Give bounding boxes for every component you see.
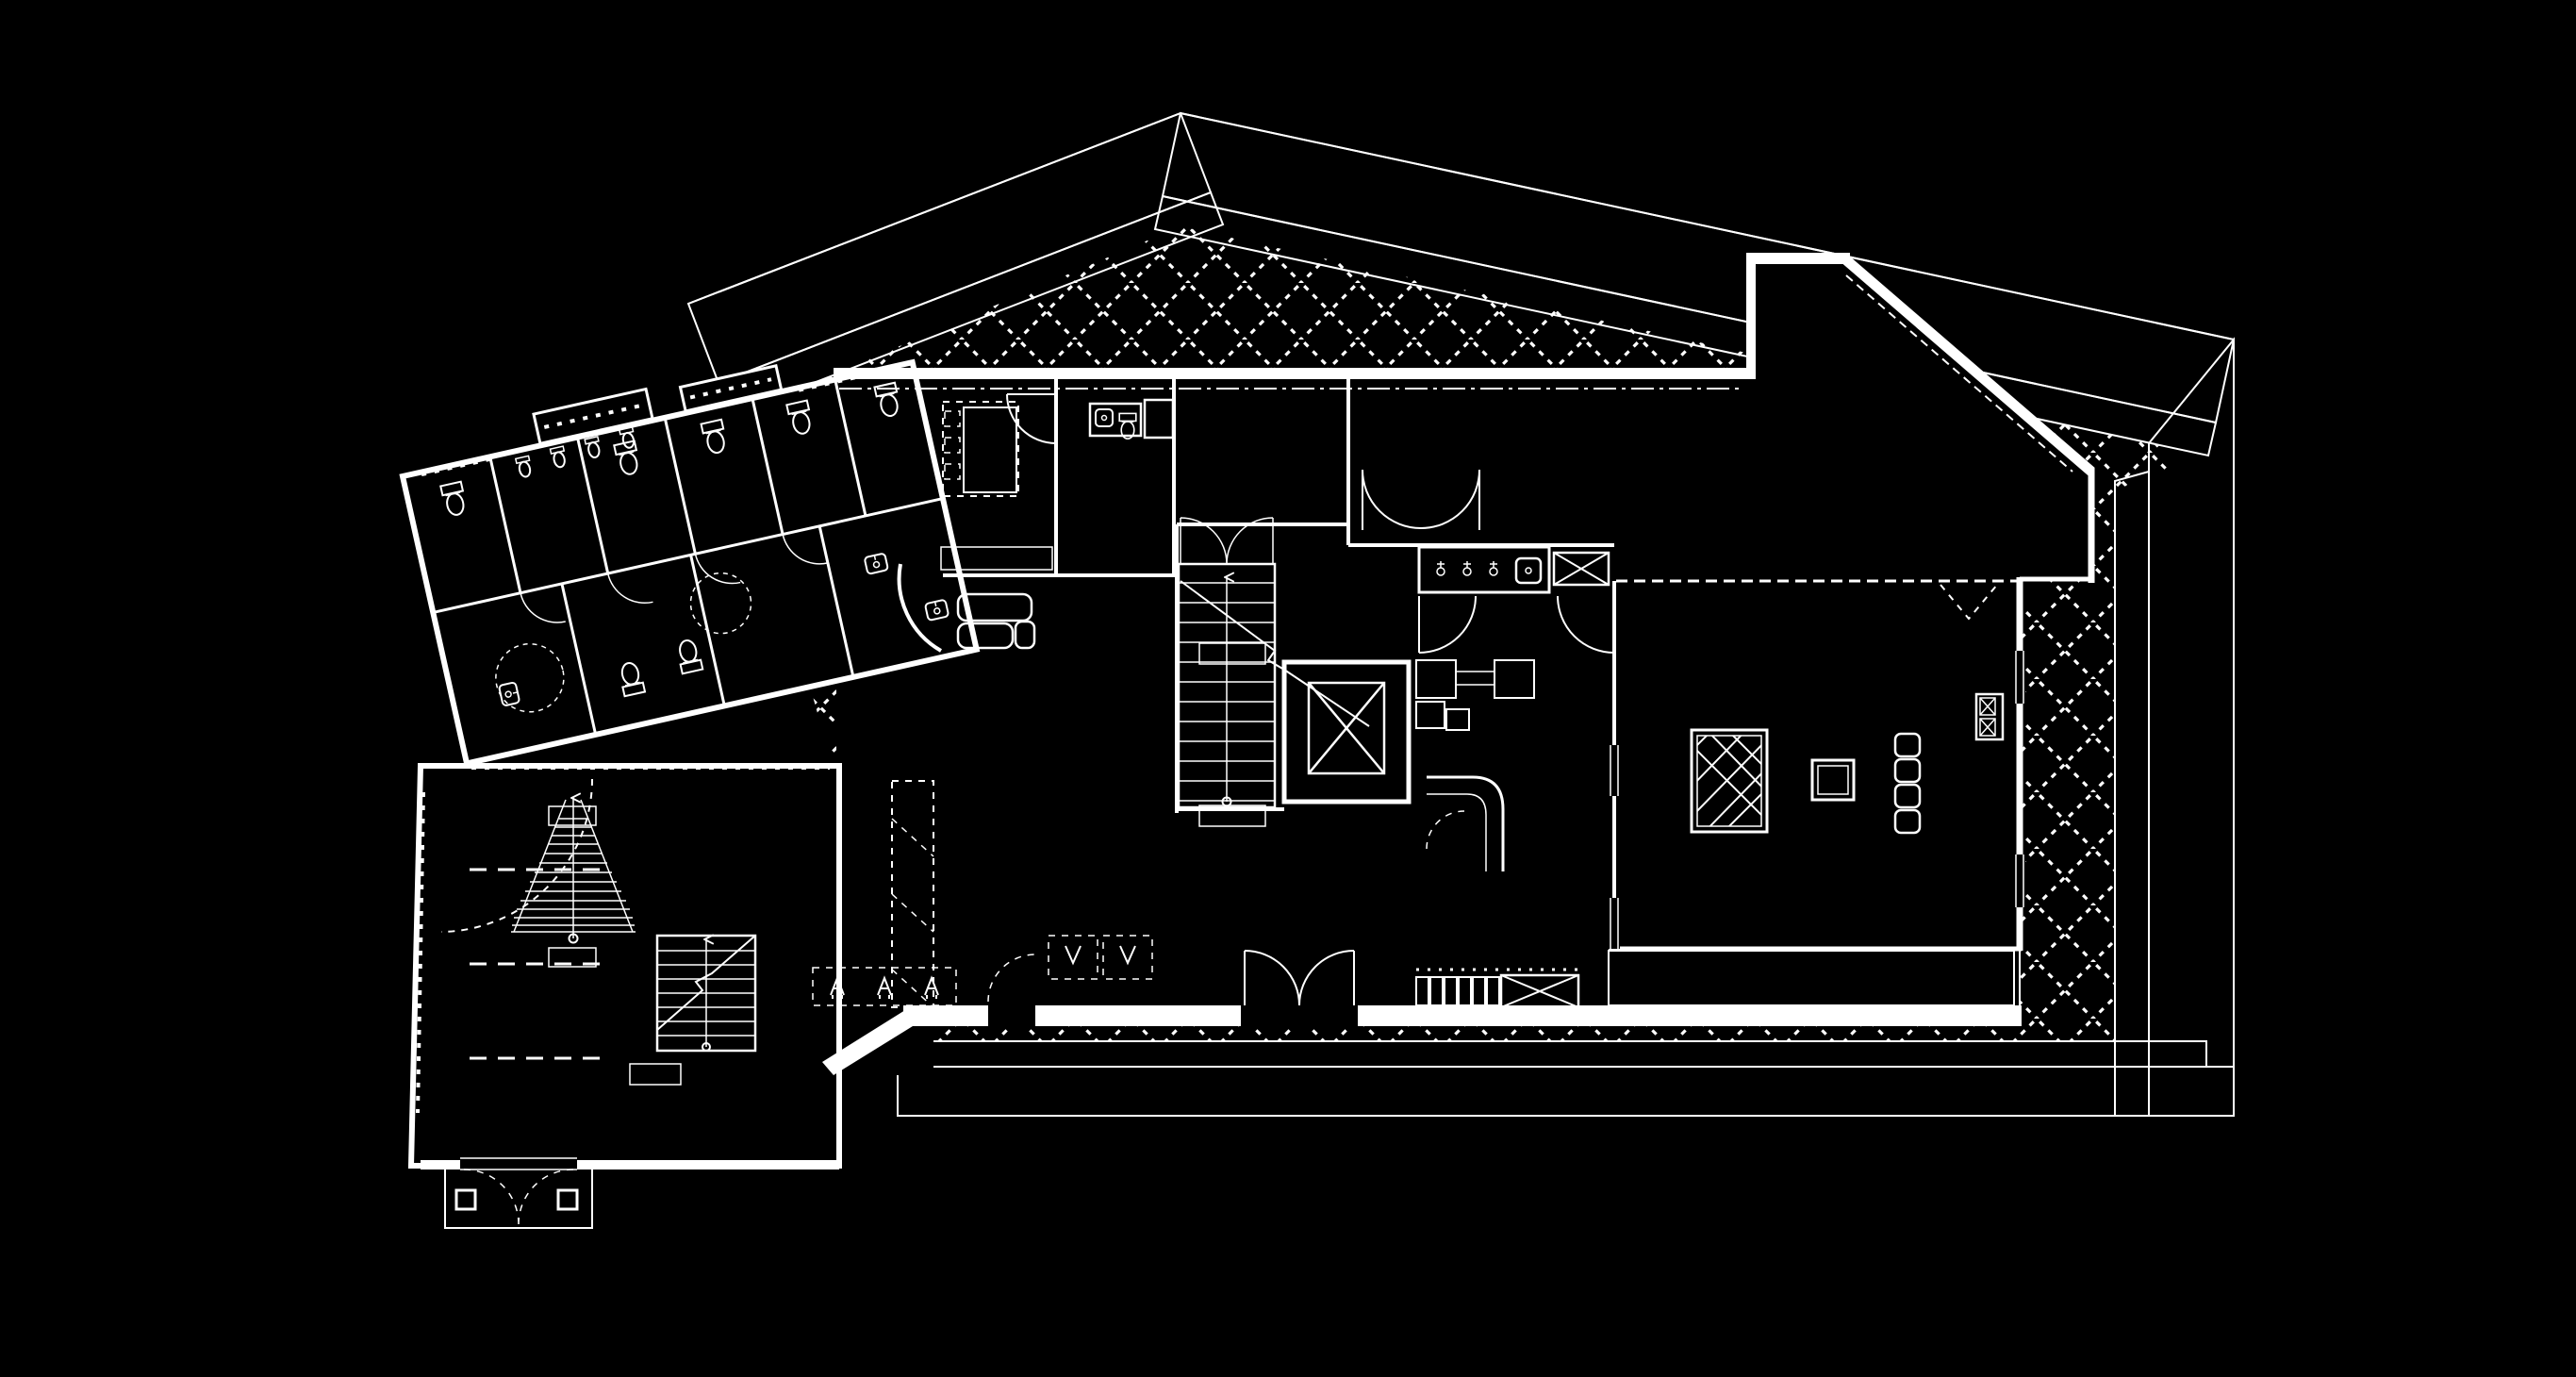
central-block bbox=[897, 274, 2073, 951]
hall-entry-arc bbox=[440, 778, 593, 933]
lockers bbox=[1415, 976, 1500, 1006]
terrace-tables bbox=[812, 935, 1153, 1006]
site-boundary-outer-2 bbox=[1180, 112, 2235, 340]
hall-window-ticks-west bbox=[416, 791, 425, 1114]
porch-door-arcs bbox=[463, 1169, 574, 1225]
window-sill bbox=[940, 546, 1053, 571]
exterior-walls bbox=[822, 253, 2095, 1075]
elevator bbox=[1281, 659, 1412, 805]
side-table bbox=[1810, 758, 1856, 802]
south-door-2 bbox=[987, 954, 1036, 1028]
interior-terrace-strip bbox=[1608, 950, 2015, 1006]
chair-row bbox=[1893, 732, 1922, 835]
main-stair bbox=[1177, 517, 1370, 809]
small-shaft bbox=[1143, 398, 1175, 440]
cobble-band-bottom bbox=[897, 1040, 2207, 1068]
porch-column-2 bbox=[556, 1188, 579, 1211]
curved-corridor-wall bbox=[897, 563, 942, 653]
meeting-room bbox=[940, 401, 1053, 650]
kitchen bbox=[1417, 545, 1615, 654]
sofa bbox=[956, 592, 1036, 650]
north-door-vee bbox=[1940, 584, 1998, 621]
hatched-columns bbox=[1415, 659, 1535, 731]
upper-room-dashed bbox=[1845, 274, 2073, 473]
south-door bbox=[1241, 950, 1358, 1028]
wc-wing bbox=[399, 358, 981, 768]
accessible-turning-circles bbox=[495, 572, 752, 713]
column-beam bbox=[1456, 671, 1494, 686]
stair-top-doors bbox=[1180, 517, 1274, 565]
porch-column bbox=[454, 1188, 477, 1211]
small-stair bbox=[655, 935, 757, 1053]
south-shaft bbox=[1499, 973, 1580, 1009]
rug bbox=[1690, 728, 1769, 834]
south-edge bbox=[812, 935, 1580, 1028]
cobble-band-right bbox=[2114, 470, 2150, 1117]
kitchen-shaft bbox=[1552, 551, 1610, 587]
big-room bbox=[1608, 579, 2025, 1006]
building-footprint bbox=[403, 257, 2091, 1228]
wing-door-arcs bbox=[520, 525, 829, 623]
interior-walls bbox=[897, 377, 1616, 951]
door-arcs bbox=[1006, 393, 1480, 530]
small-stair-break bbox=[656, 935, 756, 1031]
kitchen-doors bbox=[1418, 595, 1615, 654]
hall-mats bbox=[548, 805, 682, 1086]
kitchenette bbox=[1088, 398, 1175, 440]
paver-band-bottom bbox=[897, 1066, 2235, 1117]
wall-cabinet bbox=[1974, 692, 2005, 741]
wall-openings bbox=[1609, 651, 2025, 949]
porch bbox=[421, 1156, 839, 1229]
hall-stage-lines bbox=[470, 868, 611, 1060]
entry-mats bbox=[1198, 642, 1266, 827]
wing-window-bumps bbox=[532, 364, 784, 446]
ramp bbox=[511, 798, 636, 944]
reception-desk bbox=[1426, 775, 1505, 871]
site-boundary-outer bbox=[687, 112, 1181, 305]
